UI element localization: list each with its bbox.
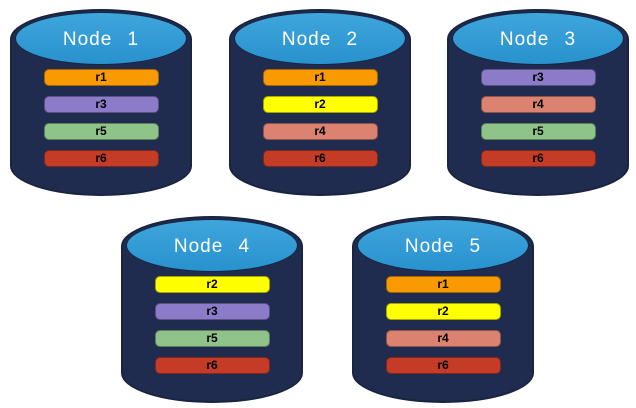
node-label: Node 1 (62, 28, 140, 50)
partition-bar-r3: r3 (43, 96, 159, 113)
node-cylinder-5: Node 5 r1 r2 r4 r6 (352, 216, 534, 403)
partition-bar-r3: r3 (154, 303, 270, 320)
database-cylinder-top: Node 2 (234, 12, 406, 65)
partition-bar-r1: r1 (43, 69, 159, 86)
partition-bar-r6: r6 (154, 357, 270, 374)
node-cylinder-4: Node 4 r2 r3 r5 r6 (121, 216, 303, 403)
database-cylinder-top: Node 4 (126, 219, 298, 272)
partition-bar-r6: r6 (385, 357, 501, 374)
partition-bars: r1 r2 r4 r6 (352, 276, 534, 374)
database-cylinder-top: Node 3 (452, 12, 624, 65)
database-cylinder-top: Node 5 (357, 219, 529, 272)
partition-bar-r2: r2 (262, 96, 378, 113)
database-cylinder-top: Node 1 (15, 12, 187, 65)
partition-bar-r1: r1 (262, 69, 378, 86)
partition-bar-r5: r5 (154, 330, 270, 347)
node-label: Node 5 (404, 235, 482, 257)
partition-bar-r2: r2 (385, 303, 501, 320)
partition-bar-r1: r1 (385, 276, 501, 293)
node-cylinder-3: Node 3 r3 r4 r5 r6 (447, 9, 629, 196)
partition-bar-r3: r3 (480, 69, 596, 86)
partition-bar-r5: r5 (43, 123, 159, 140)
partition-bar-r4: r4 (385, 330, 501, 347)
partition-bars: r3 r4 r5 r6 (447, 69, 629, 167)
partition-bars: r1 r3 r5 r6 (10, 69, 192, 167)
partition-bar-r6: r6 (480, 150, 596, 167)
partition-bars: r1 r2 r4 r6 (229, 69, 411, 167)
partition-bars: r2 r3 r5 r6 (121, 276, 303, 374)
partition-bar-r5: r5 (480, 123, 596, 140)
partition-bar-r6: r6 (43, 150, 159, 167)
node-label: Node 2 (281, 28, 359, 50)
partition-bar-r6: r6 (262, 150, 378, 167)
node-label: Node 3 (499, 28, 577, 50)
node-cylinder-2: Node 2 r1 r2 r4 r6 (229, 9, 411, 196)
node-label: Node 4 (173, 235, 251, 257)
partition-bar-r4: r4 (480, 96, 596, 113)
partition-bar-r2: r2 (154, 276, 270, 293)
partition-bar-r4: r4 (262, 123, 378, 140)
node-cylinder-1: Node 1 r1 r3 r5 r6 (10, 9, 192, 196)
